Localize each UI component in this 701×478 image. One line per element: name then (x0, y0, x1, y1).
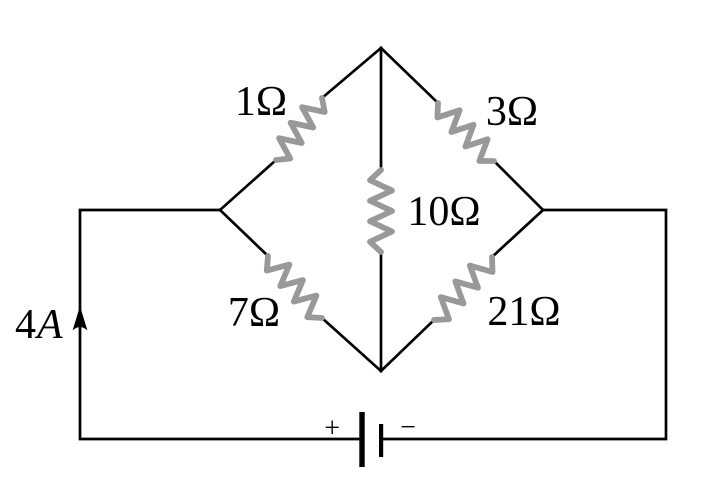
wire-outer-right (379, 208, 668, 441)
current-arrow-icon (72, 306, 88, 331)
battery-plus-label: + (323, 413, 342, 444)
resistor-10ohm-zigzag (367, 167, 395, 255)
wire-bottom-left-lower (320, 316, 383, 373)
wire-outer-left (78, 208, 364, 441)
resistor-1ohm-zigzag (273, 95, 328, 163)
wire-top-right-lower (492, 159, 545, 212)
wire-bottom-left-upper (218, 208, 270, 258)
resistor-label-10ohm: 10Ω (407, 189, 480, 235)
wire-top-right-upper (379, 46, 440, 105)
resistor-label-3ohm: 3Ω (486, 89, 538, 135)
resistor-label-21ohm: 21Ω (487, 289, 560, 335)
wire-top-left-upper (320, 46, 383, 100)
current-label-unit: A (34, 302, 63, 348)
wire-bottom-right-upper (490, 208, 545, 259)
resistor-3ohm-zigzag (434, 100, 497, 164)
wire-top-left-lower (218, 158, 278, 212)
battery-long-plate (359, 412, 365, 467)
battery-short-plate (379, 424, 384, 457)
resistor-zigzags (263, 95, 497, 323)
wire-bottom-right-lower (379, 318, 436, 373)
resistor-21ohm-zigzag (431, 254, 496, 323)
battery-symbol (359, 412, 384, 467)
current-label-value: 4 (15, 302, 36, 348)
resistor-label-7ohm: 7Ω (228, 290, 280, 336)
resistor-7ohm-zigzag (263, 253, 325, 321)
resistor-label-1ohm: 1Ω (235, 79, 287, 125)
battery-minus-label: − (400, 412, 416, 443)
